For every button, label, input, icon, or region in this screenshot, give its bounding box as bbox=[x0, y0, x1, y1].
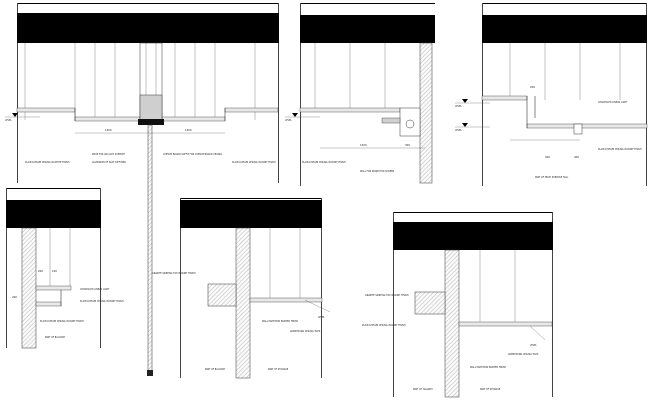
detail-caption: PART OF BALCONY bbox=[45, 336, 66, 339]
gypsum-ceiling-upper bbox=[481, 95, 528, 101]
section-detail-5: LEVEL GRANITE SKIRTING TOP IN PAINT FINI… bbox=[152, 198, 331, 379]
annotation-label: DROP FOR AIR SLOT SUPPORT bbox=[92, 153, 125, 156]
dimension-label: 300 bbox=[405, 143, 410, 147]
annotation-label: GRANITE SKIRTING TOP IN PAINT FINISH bbox=[152, 272, 196, 275]
dimension-label: 200 bbox=[12, 295, 17, 299]
annotation-label: PLAIN GYPSUM CEILING IN PAINT FINISH bbox=[232, 161, 276, 164]
dimension-label: 400 bbox=[574, 155, 579, 159]
ceiling-tiles bbox=[458, 321, 553, 327]
gypsum-ceiling-lower bbox=[526, 123, 648, 129]
annotation-label: CONCEALED LINEAR LIGHT bbox=[80, 288, 110, 291]
section-detail-6: LEVEL GRANITE SKIRTING TOP IN PAINT FINI… bbox=[362, 212, 553, 398]
annotation-label: PLAIN GYPSUM CEILING IN PAINT FINISH bbox=[598, 148, 642, 151]
drop-conduit bbox=[147, 124, 153, 376]
level-mark-5: LEVEL bbox=[318, 316, 325, 319]
concrete-slab bbox=[482, 15, 647, 43]
annotation-label: GYPSUM BOARD SOFFIT FOR GYPSUM BOARD CEI… bbox=[163, 153, 222, 156]
annotation-label: PLAIN GYPSUM CEILING IN WHITE FINISH bbox=[25, 161, 70, 164]
dimension-label: 200 bbox=[530, 85, 535, 89]
detail-caption: PART OF HALLWAY bbox=[413, 388, 433, 391]
concrete-slab bbox=[393, 222, 553, 250]
gypsum-ceiling bbox=[35, 285, 72, 291]
section-detail-3: LEVEL LEVEL 200 300 400 CONCEALED LINEAR… bbox=[455, 3, 648, 186]
ceiling-tiles bbox=[249, 297, 323, 303]
detail-caption: PART OF BALCONY bbox=[205, 368, 226, 371]
gypsum-ceiling bbox=[299, 107, 401, 113]
annotation-label: PLAIN GYPSUM CEILING IN PAINT FINISH bbox=[362, 324, 406, 327]
level-mark-3: LEVEL bbox=[455, 105, 462, 108]
gypsum-ceiling-right bbox=[224, 107, 279, 113]
level-mark-6: LEVEL bbox=[530, 344, 537, 347]
concrete-slab bbox=[300, 15, 435, 43]
detail-caption: PART OF MULTI PURPOSE HALL bbox=[535, 176, 569, 179]
detail-caption: PART OF STORAGE bbox=[480, 388, 501, 391]
annotation-label: WALL FOR PROJECTOR SCREEN bbox=[360, 170, 394, 173]
gypsum-ceiling-left bbox=[16, 107, 76, 113]
annotation-label: PLAIN GYPSUM CEILING IN PAINT FINISH bbox=[302, 161, 346, 164]
level-mark-2: LEVEL bbox=[285, 119, 292, 122]
granite-skirting bbox=[207, 283, 237, 307]
annotation-label: WALL PARTITION PAINTED FINISH bbox=[262, 320, 298, 323]
wall bbox=[21, 227, 37, 349]
section-detail-4: 200 100 200 CONCEALED LINEAR LIGHT PLAIN… bbox=[6, 188, 124, 349]
annotation-label: PLAIN GYPSUM CEILING IN PAINT FINISH bbox=[80, 300, 124, 303]
concrete-slab bbox=[17, 13, 279, 43]
dimension-label: 100 bbox=[52, 269, 57, 273]
annotation-label: PLAIN GYPSUM CEILING IN PAINT FINISH bbox=[40, 320, 84, 323]
annotation-label: ARMSTRONG CEILING TILES bbox=[508, 353, 539, 356]
annotation-label: ALUMINIUM OF SLOT DIFFUSER bbox=[92, 161, 126, 164]
dimension-label: 1200 bbox=[185, 128, 192, 132]
level-mark-1: LEVEL bbox=[5, 119, 12, 122]
level-mark-3b: LEVEL bbox=[455, 129, 462, 132]
dimension-label: 1500 bbox=[360, 143, 367, 147]
wall-partition bbox=[444, 249, 460, 398]
annotation-label: ARMSTRONG CEILING TILES bbox=[290, 330, 321, 333]
dimension-label: 200 bbox=[38, 269, 43, 273]
granite-skirting bbox=[414, 291, 446, 315]
wall bbox=[419, 42, 433, 184]
dimension-label: 300 bbox=[545, 155, 550, 159]
gypsum-ceiling-lower bbox=[35, 301, 62, 307]
section-detail-1: LEVEL 1200 1200 PLAIN GYPSUM CEILING IN … bbox=[5, 3, 279, 376]
annotation-label: GRANITE SKIRTING TOP IN PAINT FINISH bbox=[365, 294, 409, 297]
annotation-label: CONCEALED LINEAR LIGHT bbox=[598, 101, 628, 104]
section-detail-2: LEVEL 1500 300 PLAIN GYPSUM CEILING IN P… bbox=[285, 3, 435, 186]
linear-light bbox=[573, 123, 583, 135]
detail-caption: PART OF STORAGE bbox=[268, 368, 289, 371]
wall-partition bbox=[235, 227, 251, 379]
concrete-slab bbox=[180, 200, 322, 228]
annotation-label: WALL PARTITION PAINTED FINISH bbox=[470, 366, 506, 369]
dimension-label: 1200 bbox=[105, 128, 112, 132]
concrete-slab bbox=[6, 200, 101, 228]
